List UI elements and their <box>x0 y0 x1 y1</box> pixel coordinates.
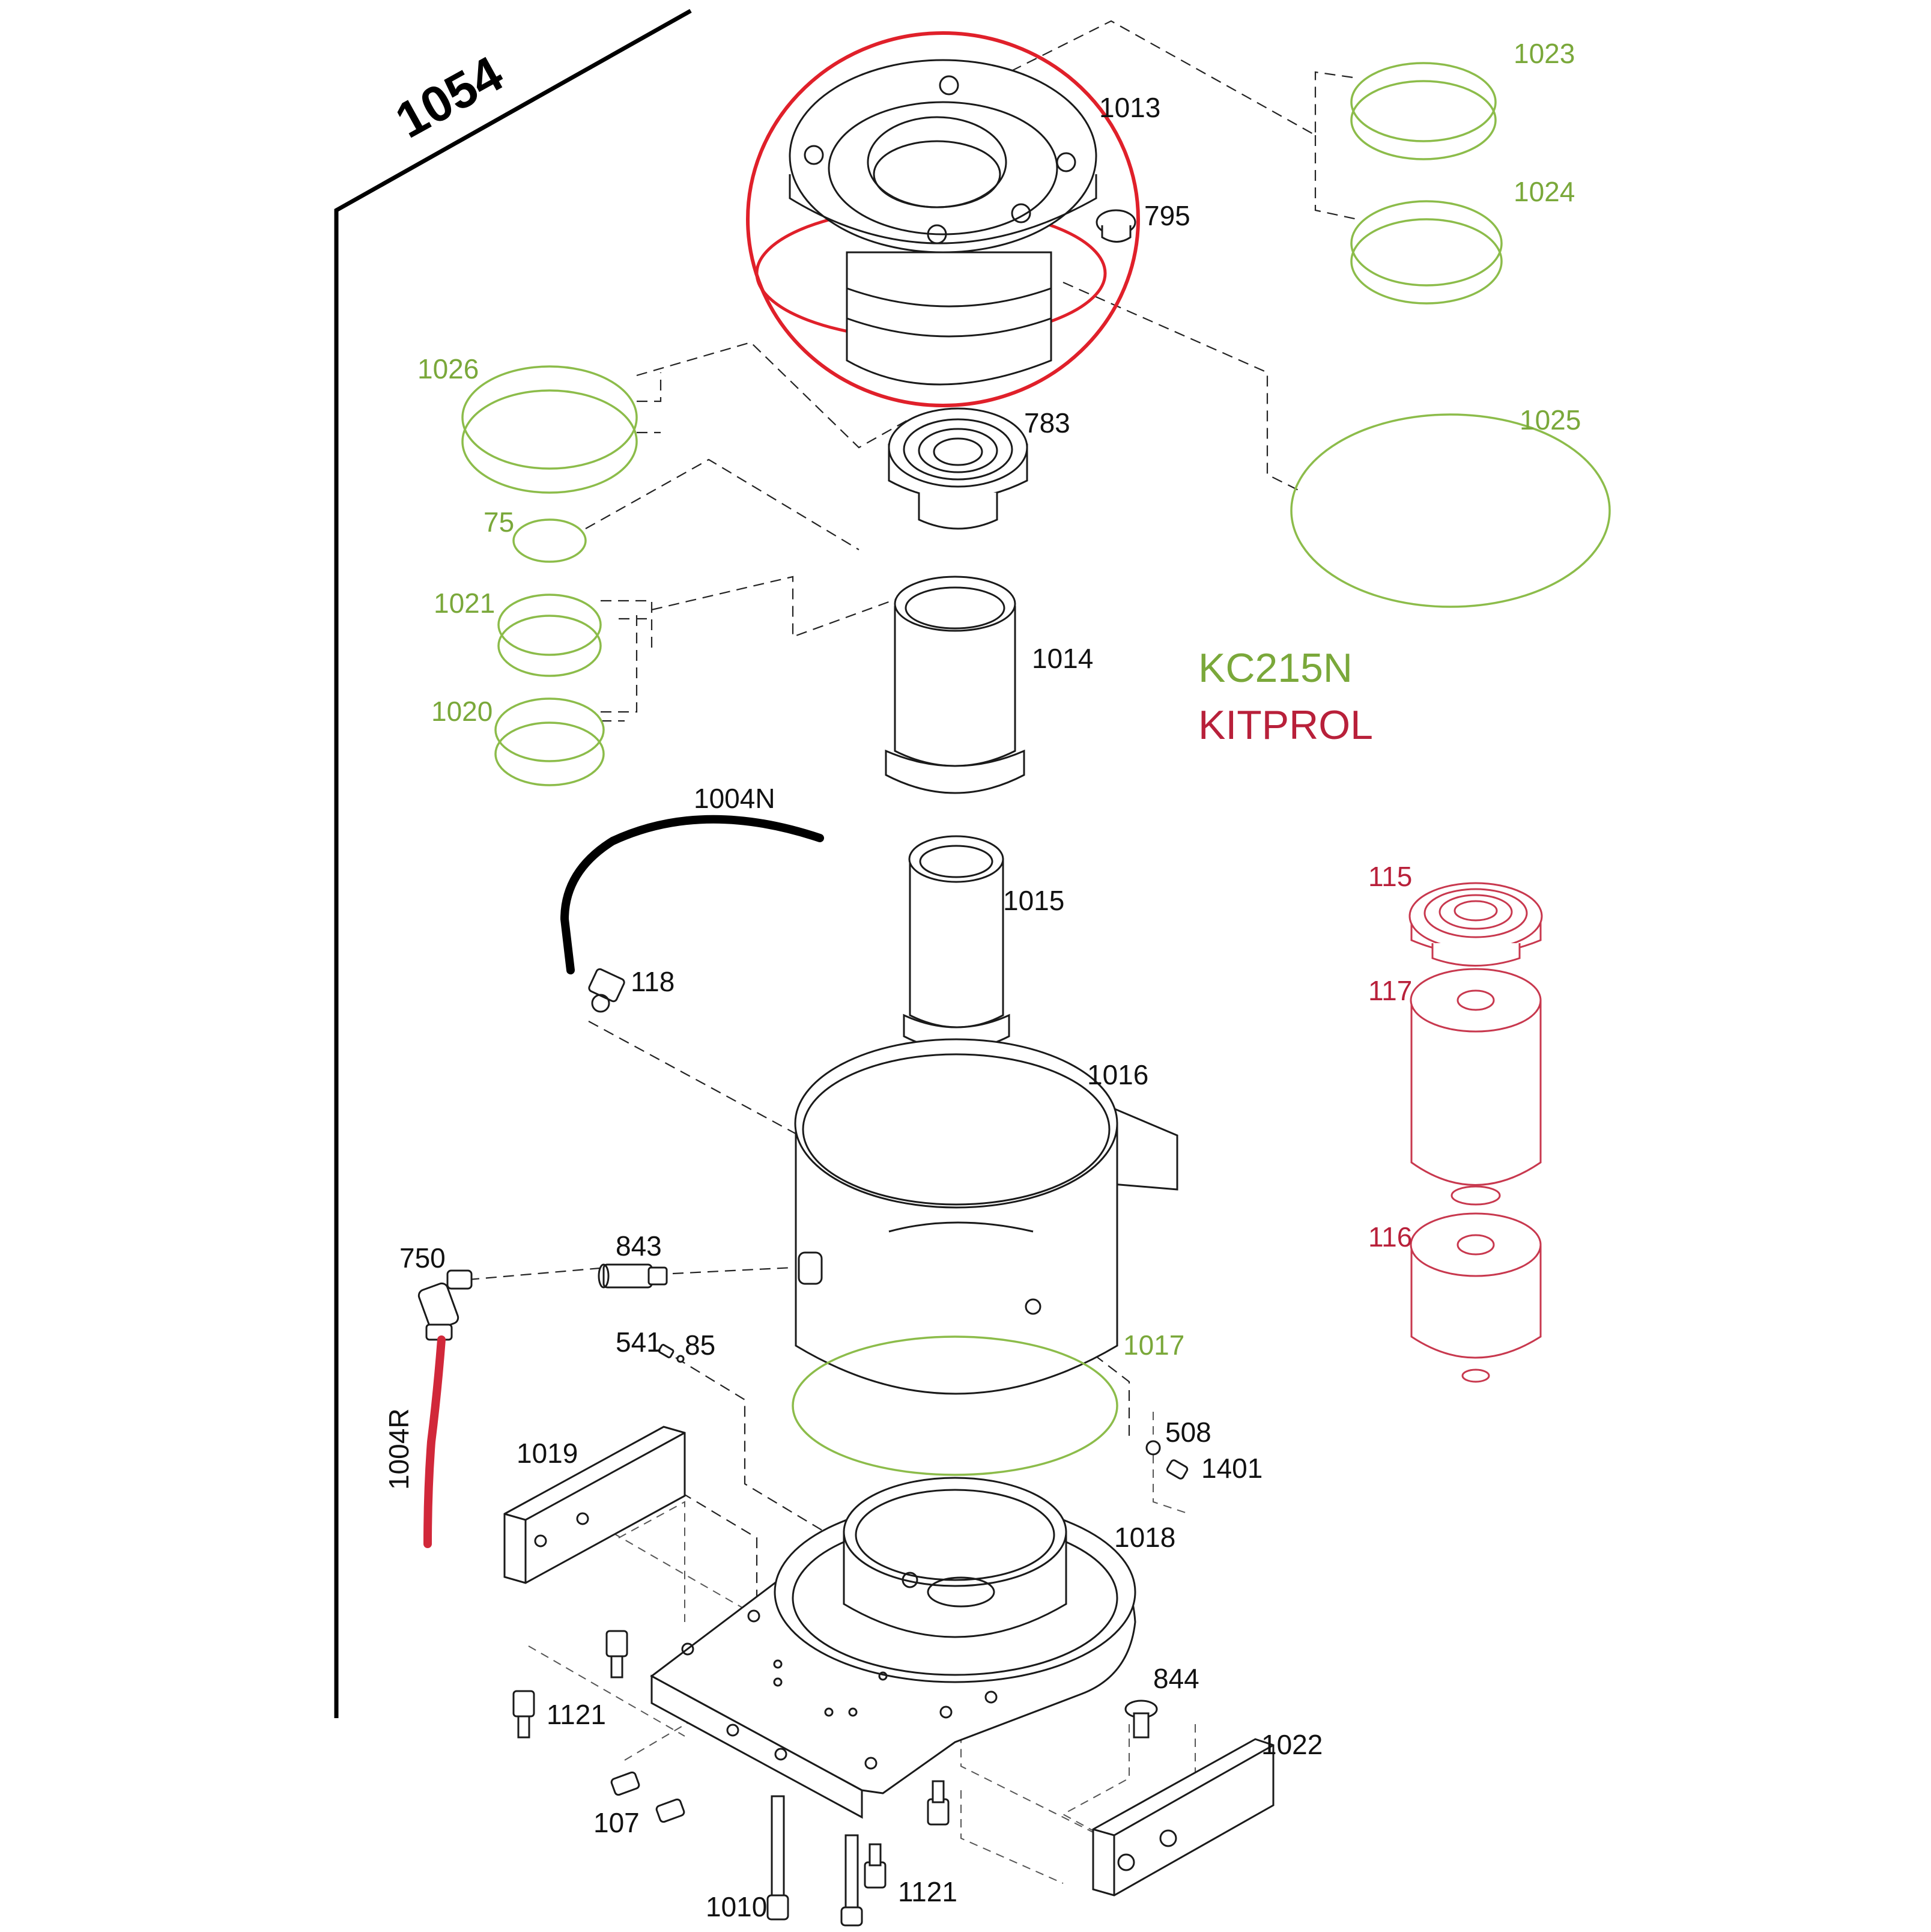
label-1017: 1017 <box>1123 1329 1184 1361</box>
part-116-kit-cylinder[interactable] <box>1410 1212 1542 1383</box>
label-115: 115 <box>1368 861 1412 892</box>
part-1121-screw-a[interactable] <box>605 1630 628 1678</box>
label-1016: 1016 <box>1087 1059 1148 1090</box>
label-844: 844 <box>1153 1663 1199 1694</box>
part-85-ball[interactable] <box>676 1355 685 1363</box>
label-795: 795 <box>1144 200 1190 231</box>
leader-lines <box>468 20 1358 1884</box>
kit-highlight-circle <box>746 31 1140 407</box>
kit-kitprol-label: KITPROL <box>1198 702 1373 748</box>
label-1015: 1015 <box>1003 885 1064 916</box>
part-107-setscrew-a[interactable] <box>610 1771 640 1796</box>
label-1401: 1401 <box>1201 1453 1263 1484</box>
part-750-elbow[interactable] <box>417 1269 473 1341</box>
label-85: 85 <box>685 1329 715 1361</box>
part-1010-bolt-b[interactable] <box>840 1834 863 1927</box>
label-1025: 1025 <box>1520 404 1581 436</box>
label-75: 75 <box>484 506 514 538</box>
kit-kc215n-label: KC215N <box>1198 645 1353 691</box>
label-1004r: 1004R <box>383 1408 414 1490</box>
label-1014: 1014 <box>1032 643 1093 674</box>
label-783: 783 <box>1024 407 1070 439</box>
part-508-washer[interactable] <box>1145 1440 1161 1456</box>
part-115-kit-seal[interactable] <box>1408 882 1543 967</box>
label-1020: 1020 <box>431 696 493 727</box>
label-843: 843 <box>616 1230 662 1262</box>
part-107-setscrew-b[interactable] <box>655 1798 685 1823</box>
part-75-oring[interactable] <box>512 518 587 563</box>
part-1121-screw-c[interactable] <box>864 1843 887 1889</box>
part-1025-oring[interactable] <box>1290 413 1611 608</box>
part-1121-screw-d[interactable] <box>927 1780 950 1826</box>
label-118: 118 <box>631 966 674 997</box>
label-1019: 1019 <box>517 1438 578 1469</box>
label-1010: 1010 <box>706 1891 767 1922</box>
part-1401-screw[interactable] <box>1166 1459 1189 1480</box>
part-795-plug[interactable] <box>1096 209 1136 243</box>
page-title: 1054 <box>386 45 512 149</box>
label-1018: 1018 <box>1114 1522 1175 1553</box>
label-117: 117 <box>1368 975 1412 1006</box>
label-1021: 1021 <box>434 588 495 619</box>
part-843-connector[interactable] <box>598 1263 668 1289</box>
label-107: 107 <box>593 1807 640 1838</box>
label-1121-a: 1121 <box>547 1699 606 1730</box>
label-1022: 1022 <box>1261 1729 1323 1760</box>
part-1015-tube[interactable] <box>903 835 1010 1051</box>
label-750: 750 <box>399 1242 446 1274</box>
part-1019-bar[interactable] <box>503 1426 686 1584</box>
part-1014-sleeve[interactable] <box>885 576 1025 794</box>
part-1020-oring-pair[interactable] <box>494 697 605 786</box>
part-541-pin[interactable] <box>658 1344 674 1358</box>
label-508: 508 <box>1165 1417 1211 1448</box>
part-1004r-hose[interactable] <box>423 1335 446 1548</box>
part-844-screw[interactable] <box>1124 1700 1158 1739</box>
label-1004n: 1004N <box>694 783 775 814</box>
label-1026: 1026 <box>417 353 479 384</box>
label-1121-b: 1121 <box>898 1876 957 1907</box>
part-783-seal[interactable] <box>888 407 1028 530</box>
part-1023-oring-pair[interactable] <box>1350 62 1497 160</box>
part-1016-drum[interactable] <box>794 1038 1178 1395</box>
label-1023: 1023 <box>1514 38 1575 69</box>
part-labels: 1013 795 1023 1024 1026 783 1025 75 1021… <box>383 38 1581 1922</box>
part-1018-base[interactable] <box>650 1477 1136 1819</box>
part-118-fitting[interactable] <box>588 968 625 1013</box>
part-1022-bar[interactable] <box>1092 1738 1275 1897</box>
kit-legend: KC215N KITPROL <box>1198 645 1373 748</box>
part-1026-oring-pair[interactable] <box>461 365 638 494</box>
label-541: 541 <box>616 1326 662 1358</box>
part-117-kit-cylinder[interactable] <box>1410 968 1542 1206</box>
part-1004n-hose[interactable] <box>560 815 824 974</box>
part-1021-oring-pair[interactable] <box>497 594 602 677</box>
label-116: 116 <box>1368 1221 1412 1253</box>
part-1013-housing[interactable] <box>755 59 1107 386</box>
label-1024: 1024 <box>1514 176 1575 207</box>
part-1017-oring[interactable] <box>792 1335 1118 1476</box>
label-1013: 1013 <box>1099 92 1160 123</box>
part-1010-bolt-a[interactable] <box>766 1795 789 1921</box>
part-1121-screw-b[interactable] <box>512 1690 535 1739</box>
part-1024-oring-pair[interactable] <box>1350 200 1503 305</box>
